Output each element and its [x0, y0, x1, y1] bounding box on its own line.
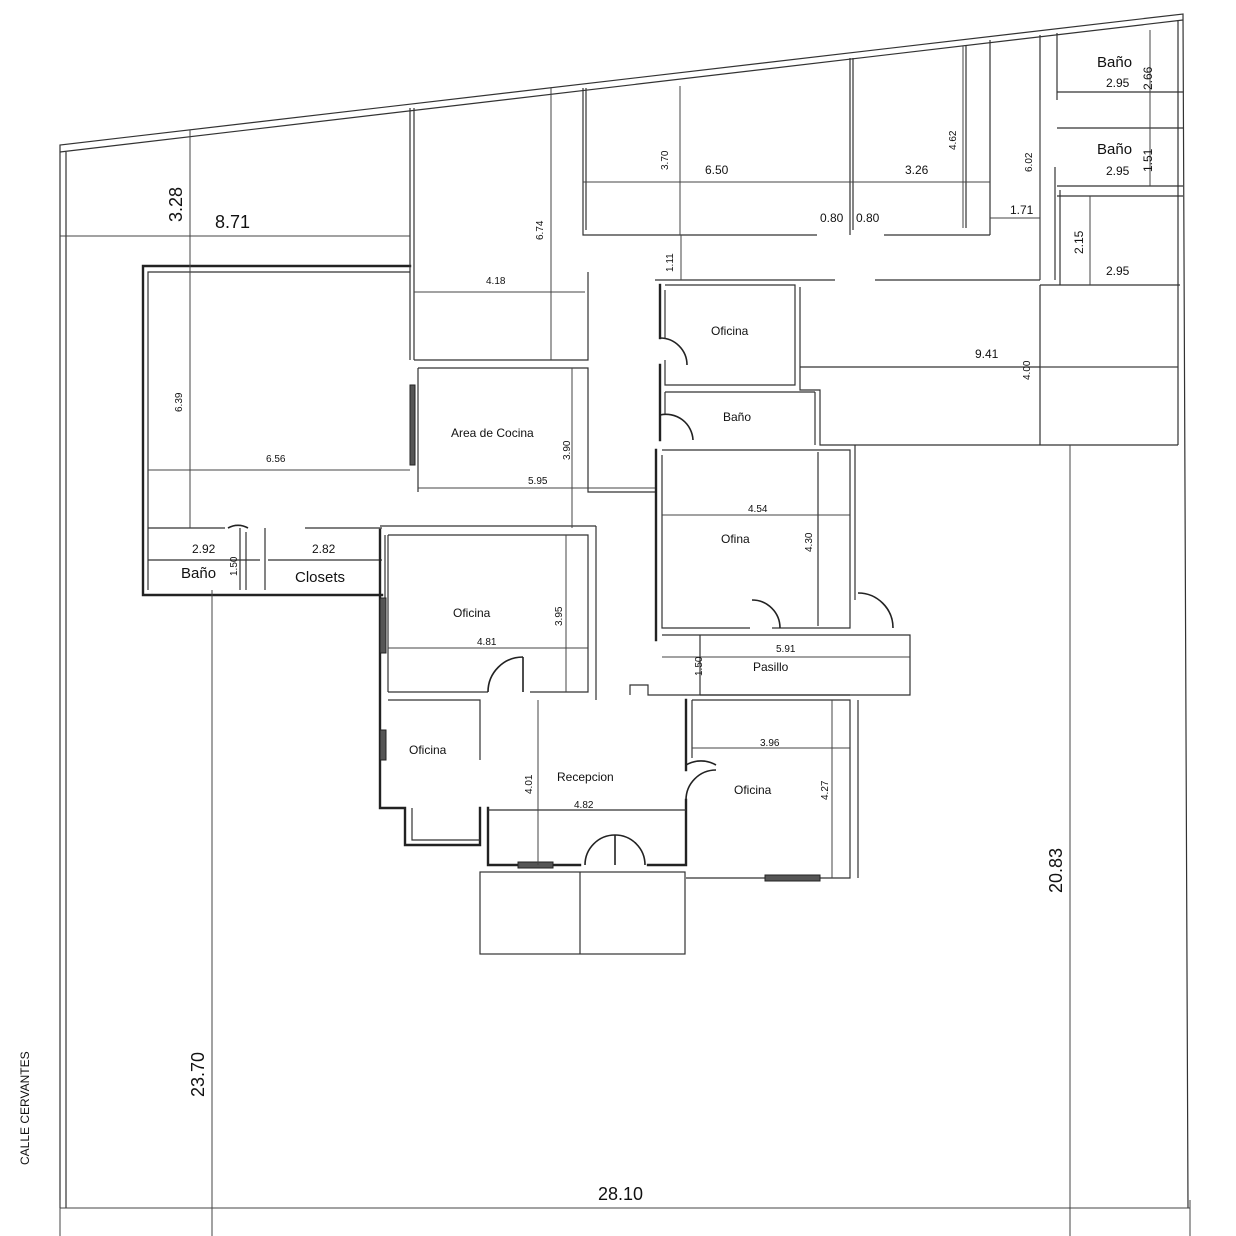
dim-3-28: 3.28 — [166, 187, 186, 222]
room-labels: Baño Baño Oficina Baño Area de Cocina Of… — [181, 54, 1132, 797]
room-oficina-ne: Oficina — [711, 324, 749, 338]
room-oficina-west: Oficina — [453, 606, 491, 620]
room-bano-top-1: Baño — [1097, 54, 1132, 71]
dim-2-15: 2.15 — [1072, 230, 1086, 254]
dim-23-70: 23.70 — [188, 1052, 208, 1097]
dim-3-90: 3.90 — [562, 440, 573, 460]
northwest-wing — [141, 108, 655, 597]
dim-3-26: 3.26 — [905, 163, 929, 177]
room-closets: Closets — [295, 569, 345, 586]
dim-4-82: 4.82 — [574, 800, 594, 811]
dim-5-91: 5.91 — [776, 644, 796, 655]
dim-4-00: 4.00 — [1022, 360, 1033, 380]
dim-1-11: 1.11 — [665, 253, 676, 272]
dim-6-50: 6.50 — [705, 163, 729, 177]
dim-1-50-a: 1.50 — [229, 556, 240, 576]
dim-2-92: 2.92 — [192, 542, 216, 556]
room-oficina-southwest: Oficina — [409, 743, 447, 757]
dim-3-95: 3.95 — [554, 606, 565, 626]
dim-4-54: 4.54 — [748, 504, 768, 515]
room-oficina-southeast: Oficina — [734, 783, 772, 797]
dim-3-70: 3.70 — [660, 150, 671, 170]
dim-1-50-b: 1.50 — [694, 656, 705, 676]
dim-2-95-a: 2.95 — [1106, 76, 1130, 90]
room-bano-top-2: Baño — [1097, 141, 1132, 158]
dim-4-81: 4.81 — [477, 637, 497, 648]
central-offices — [378, 283, 911, 955]
dim-4-27: 4.27 — [820, 780, 831, 800]
room-bano-mid: Baño — [723, 410, 751, 424]
dim-4-18: 4.18 — [486, 276, 506, 287]
dim-4-30: 4.30 — [804, 532, 815, 552]
room-bano-west: Baño — [181, 565, 216, 582]
dim-6-56: 6.56 — [266, 454, 286, 465]
dim-6-39: 6.39 — [174, 392, 185, 412]
dim-6-74: 6.74 — [535, 220, 546, 240]
dim-2-66: 2.66 — [1141, 66, 1155, 90]
dim-5-95: 5.95 — [528, 476, 548, 487]
dim-3-96: 3.96 — [760, 738, 780, 749]
room-pasillo: Pasillo — [753, 660, 789, 674]
dim-2-82: 2.82 — [312, 542, 336, 556]
dim-6-02: 6.02 — [1024, 152, 1035, 172]
dim-0-80-b: 0.80 — [856, 211, 880, 225]
dim-2-95-b: 2.95 — [1106, 164, 1130, 178]
dim-4-01: 4.01 — [524, 774, 535, 794]
dim-20-83: 20.83 — [1046, 848, 1066, 893]
dim-28-10: 28.10 — [598, 1184, 643, 1204]
room-recepcion: Recepcion — [557, 770, 614, 784]
dim-8-71: 8.71 — [215, 212, 250, 232]
dim-9-41: 9.41 — [975, 347, 999, 361]
room-ofina: Ofina — [721, 532, 750, 546]
dim-0-80-a: 0.80 — [820, 211, 844, 225]
dimension-labels: 3.28 8.71 6.74 4.18 3.70 6.50 3.26 4.62 … — [166, 66, 1155, 1204]
dim-2-95-c: 2.95 — [1106, 264, 1130, 278]
dim-1-51: 1.51 — [1141, 148, 1155, 172]
dim-4-62: 4.62 — [948, 130, 959, 150]
lot-boundary — [59, 13, 1191, 1236]
dim-1-71: 1.71 — [1010, 203, 1034, 217]
room-area-de-cocina: Area de Cocina — [451, 426, 534, 440]
north-rooms — [582, 20, 1183, 600]
street-label: CALLE CERVANTES — [18, 1051, 32, 1165]
dimension-lines — [60, 30, 1178, 1236]
doors — [227, 337, 894, 866]
